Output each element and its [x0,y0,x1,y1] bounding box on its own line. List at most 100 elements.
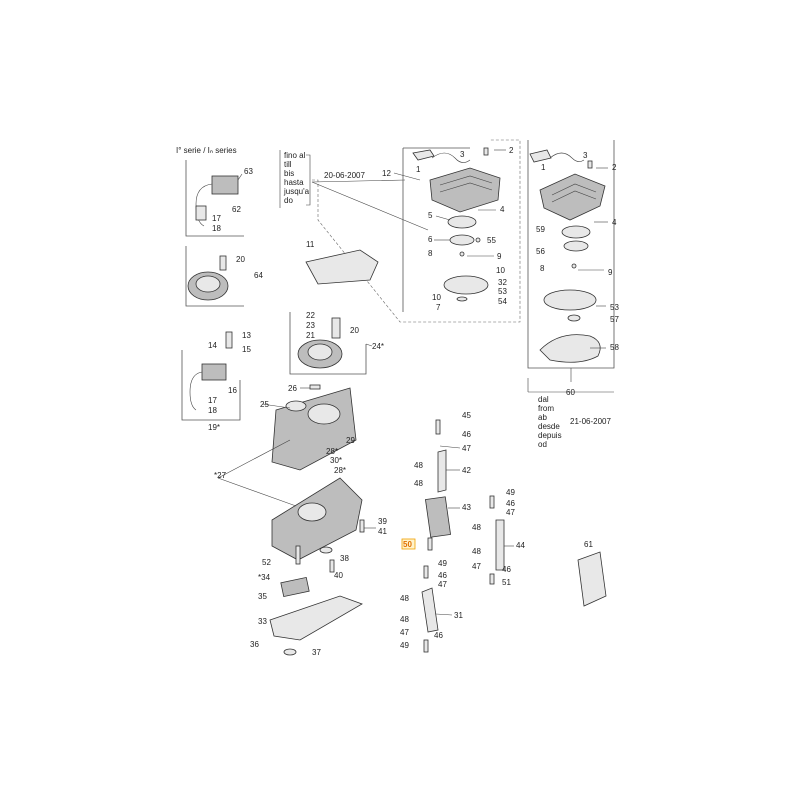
label: 36 [250,640,259,649]
part-62 [195,205,207,221]
label: 4 [500,205,505,214]
part-61 [577,551,607,607]
part-labels: 1 3 2 12 4 5 6 55 8 9 10 32 53 10 54 7 1… [208,146,619,657]
label: 46 [434,631,443,640]
housing-ridge-1 [439,175,493,186]
from-frame-bottom [527,378,614,393]
part-53-new [543,289,597,311]
label: 2 [509,146,514,155]
part-49-top [489,495,495,509]
linkage-42-43 [425,419,451,538]
linkage-44 [489,495,505,585]
part-49-bottom [423,639,429,653]
from-line-1: dal [538,395,549,404]
linkage-31 [421,565,439,653]
label: 3 [583,151,588,160]
label: 48 [400,615,409,624]
part-16-coil [201,363,227,381]
leader [435,613,453,616]
starter-assembly-new [529,149,606,363]
label: 48 [400,594,409,603]
from-line-3: ab [538,413,547,422]
label: 35 [258,592,267,601]
ignition-coil-group [185,160,244,237]
part-26 [309,384,321,390]
label: 9 [608,268,613,277]
label: 29 [346,436,355,445]
part-45 [435,419,441,435]
label: 48 [414,461,423,470]
label: 54 [498,297,507,306]
part-13-14-15 [225,331,233,349]
label: 55 [487,236,496,245]
part-55 [475,237,481,243]
highlighted-part-label[interactable]: 50 [403,540,412,549]
crankcase-upper [271,384,357,471]
flywheel-group-64 [185,246,244,307]
part-2-new [587,160,593,169]
label: 41 [378,527,387,536]
housing-27-bore [297,502,327,522]
label: 64 [254,271,263,280]
part-37 [283,648,297,656]
label: 16 [228,386,237,395]
leader [237,173,243,181]
until-line-3: bis [284,169,294,178]
series-note: I° serie / Iₙ series [176,146,237,155]
leader-lines [237,149,608,616]
leader [261,403,291,409]
label: 8 [428,249,433,258]
label: 63 [244,167,253,176]
until-line-4: hasta [284,178,304,187]
part-38 [319,546,333,554]
ignition-coil-group-2 [181,331,241,421]
leader [393,172,421,181]
label: 49 [506,488,515,497]
label: 43 [462,503,471,512]
part-1-new [529,149,552,163]
coil-frame-2 [181,350,241,421]
label: 60 [566,388,575,397]
lower-housing [217,439,363,561]
part-39-41 [359,519,365,533]
label: 7 [436,303,441,312]
label: 39 [378,517,387,526]
label: 49 [400,641,409,650]
part-1-old [412,149,435,161]
part-56 [563,240,589,252]
label: 42 [462,466,471,475]
label: 40 [334,571,343,580]
label: 48 [414,479,423,488]
part-6 [449,234,475,246]
part-50-screw [427,537,433,551]
until-line-2: till [284,160,292,169]
part-12-housing [429,167,501,213]
label: 47 [438,580,447,589]
housing-new-ridge-2 [551,190,597,203]
label: 58 [610,343,619,352]
part-5-pulley [447,215,477,229]
until-line-6: do [284,196,293,205]
part-52 [295,545,301,565]
until-frame-dash [312,139,521,323]
label: 30* [330,456,342,465]
spring-3-new [549,152,585,162]
label: 47 [506,508,515,517]
part-20-64 [219,255,227,271]
part-35 [280,576,310,598]
part-51 [489,573,495,585]
until-line-1: fino al [284,151,306,160]
label: 17 [212,214,221,223]
label: 28* [326,447,338,456]
label: 47 [462,444,471,453]
part-20-24 [331,317,341,339]
from-note: dal from ab desde depuis od 21-06-2007 [527,140,615,449]
label: 8 [540,264,545,273]
part-25-cap [285,400,307,412]
part-11-gasket [305,249,379,285]
label: 18 [208,406,217,415]
label: 38 [340,554,349,563]
label: 26 [288,384,297,393]
label: 1 [541,163,546,172]
label: *27 [214,471,227,480]
